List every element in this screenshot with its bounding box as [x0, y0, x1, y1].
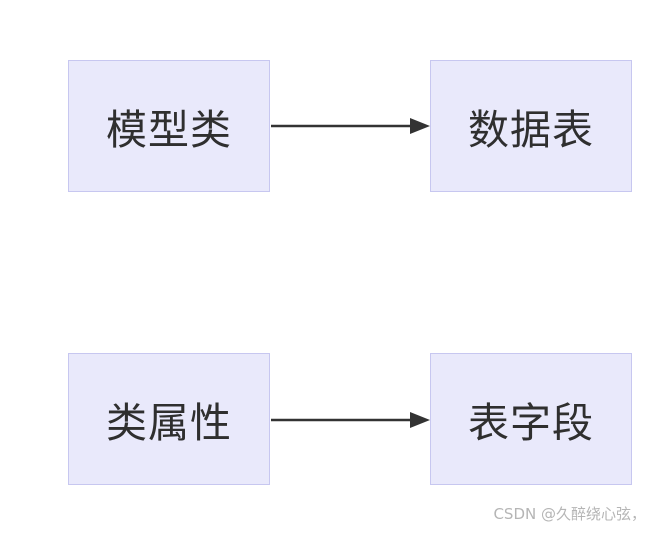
node-data-table: 数据表: [430, 60, 632, 192]
arrow-model-class-to-data-table: [271, 118, 430, 134]
node-table-field: 表字段: [430, 353, 632, 485]
node-model-class: 模型类: [68, 60, 270, 192]
arrowhead-icon: [410, 412, 430, 428]
node-class-attribute: 类属性: [68, 353, 270, 485]
node-class-attribute-label: 类属性: [106, 399, 232, 447]
csdn-watermark: CSDN @久醉绕心弦，: [493, 505, 646, 523]
arrow-class-attribute-to-table-field: [271, 412, 430, 428]
arrowhead-icon: [410, 118, 430, 134]
node-data-table-label: 数据表: [468, 106, 594, 154]
node-table-field-label: 表字段: [468, 399, 594, 447]
node-model-class-label: 模型类: [106, 106, 232, 154]
